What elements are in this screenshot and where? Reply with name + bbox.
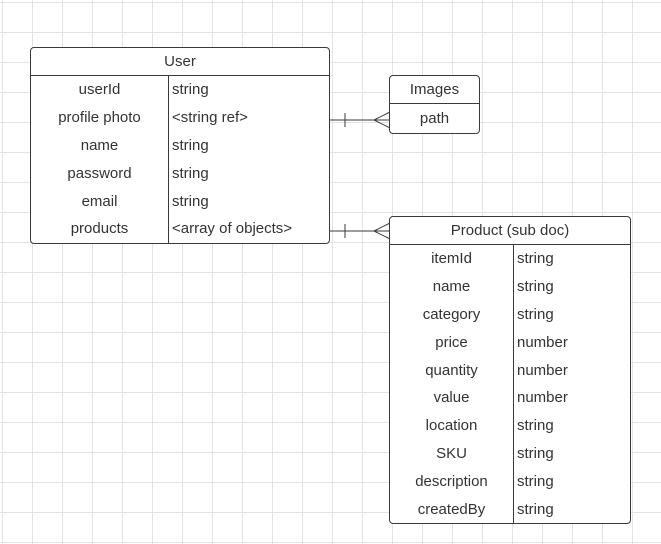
field-name: path bbox=[419, 110, 450, 127]
field-name: userId bbox=[78, 81, 121, 99]
field-name: name bbox=[432, 278, 471, 296]
field-name: products bbox=[70, 220, 129, 238]
product-row: description string bbox=[390, 467, 630, 495]
product-row: itemId string bbox=[390, 245, 630, 273]
user-entity-title: User bbox=[31, 48, 329, 76]
user-images-connector bbox=[330, 111, 391, 129]
field-name: profile photo bbox=[58, 109, 141, 127]
field-type: string bbox=[517, 444, 554, 462]
field-type: string bbox=[172, 192, 209, 210]
user-row: email string bbox=[31, 187, 329, 215]
field-name: quantity bbox=[425, 361, 478, 379]
field-name: location bbox=[425, 417, 478, 435]
field-type: string bbox=[517, 472, 554, 490]
product-entity-rows: itemId string name string category strin… bbox=[390, 245, 630, 523]
product-row: quantity number bbox=[390, 356, 630, 384]
user-product-connector bbox=[330, 222, 391, 240]
field-name: createdBy bbox=[417, 500, 486, 518]
field-type: <string ref> bbox=[172, 109, 248, 127]
field-name: category bbox=[422, 305, 481, 323]
field-name: email bbox=[81, 192, 118, 210]
field-type: string bbox=[517, 417, 554, 435]
user-row: name string bbox=[31, 132, 329, 160]
images-entity[interactable]: Images path bbox=[389, 75, 480, 134]
field-type: number bbox=[517, 361, 568, 379]
field-name: value bbox=[433, 389, 470, 407]
field-name: SKU bbox=[436, 444, 467, 462]
user-row: password string bbox=[31, 159, 329, 187]
many-marker-top bbox=[373, 111, 391, 121]
field-type: <array of objects> bbox=[172, 220, 293, 238]
product-row: name string bbox=[390, 273, 630, 301]
product-entity[interactable]: Product (sub doc) itemId string name str… bbox=[389, 216, 631, 524]
column-divider bbox=[168, 76, 169, 243]
field-name: itemId bbox=[431, 250, 472, 268]
field-type: number bbox=[517, 389, 568, 407]
user-row: profile photo <string ref> bbox=[31, 104, 329, 132]
images-entity-title: Images bbox=[390, 76, 479, 104]
many-marker-top bbox=[373, 222, 391, 232]
many-marker-bottom bbox=[373, 230, 391, 240]
field-name: name bbox=[80, 136, 119, 154]
field-type: string bbox=[172, 81, 209, 99]
field-type: number bbox=[517, 333, 568, 351]
user-entity[interactable]: User userId string profile photo <string… bbox=[30, 47, 330, 244]
field-name: price bbox=[435, 333, 468, 351]
user-row: products <array of objects> bbox=[31, 215, 329, 243]
field-type: string bbox=[517, 278, 554, 296]
product-row: location string bbox=[390, 412, 630, 440]
product-row: SKU string bbox=[390, 440, 630, 468]
column-divider bbox=[513, 245, 514, 523]
many-marker-bottom bbox=[373, 119, 391, 129]
images-row: path bbox=[390, 104, 479, 133]
field-name: description bbox=[415, 472, 488, 490]
product-entity-title: Product (sub doc) bbox=[390, 217, 630, 245]
field-type: string bbox=[517, 250, 554, 268]
product-row: createdBy string bbox=[390, 495, 630, 523]
product-row: value number bbox=[390, 384, 630, 412]
field-type: string bbox=[172, 164, 209, 182]
user-row: userId string bbox=[31, 76, 329, 104]
product-row: category string bbox=[390, 301, 630, 329]
field-type: string bbox=[517, 500, 554, 518]
field-name: password bbox=[67, 164, 132, 182]
product-row: price number bbox=[390, 328, 630, 356]
field-type: string bbox=[172, 136, 209, 154]
field-type: string bbox=[517, 305, 554, 323]
user-entity-rows: userId string profile photo <string ref>… bbox=[31, 76, 329, 243]
